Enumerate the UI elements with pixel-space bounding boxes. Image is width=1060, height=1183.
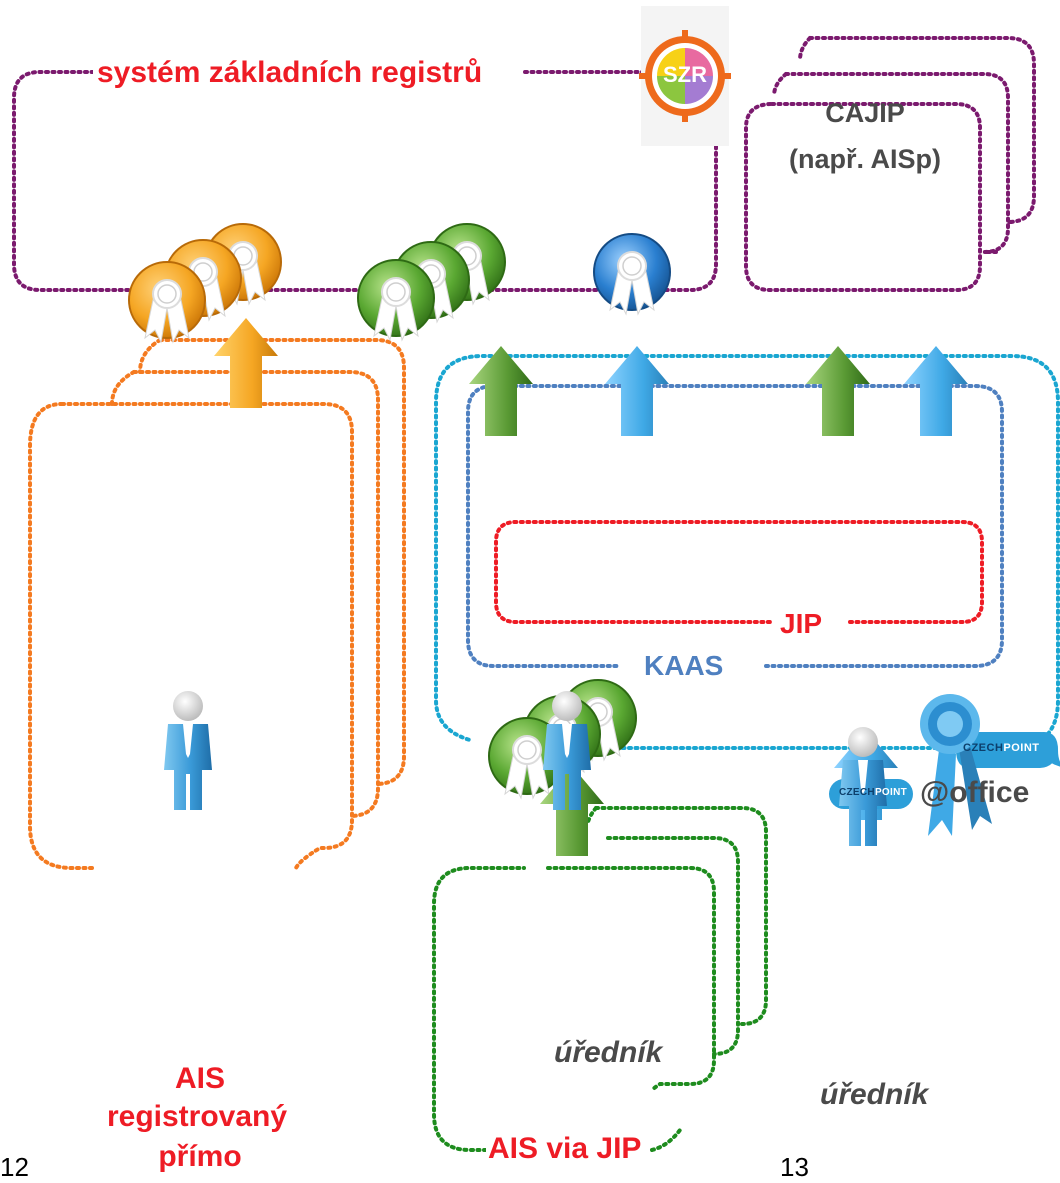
- czechpoint-office-part2: POINT: [874, 787, 908, 798]
- official-label-right: úředník: [820, 1078, 929, 1111]
- person-icon-left: [164, 691, 212, 810]
- ais-direct-frame-back: [158, 338, 406, 786]
- badge-blue: [593, 233, 671, 315]
- ais-jip-label: AIS via JIP: [486, 1132, 644, 1166]
- jip-frame: [494, 520, 984, 624]
- cajip-frame-front: [744, 102, 982, 292]
- page-number-right: 13: [780, 1152, 809, 1182]
- arrow-blue-up-2: [904, 346, 968, 436]
- ais-direct-line3: přímo: [158, 1140, 242, 1173]
- czechpoint-text-office: CZECHPOINT: [839, 787, 907, 798]
- czechpoint-part2: POINT: [1003, 742, 1040, 754]
- arrow-green-up-2: [806, 346, 870, 436]
- cajip-title: CAJIP: [825, 98, 905, 128]
- ais-jip-frame-back: [594, 806, 768, 1026]
- ais-direct-line2: registrovaný: [92, 1100, 302, 1134]
- arrow-orange-up: [214, 318, 278, 408]
- jip-label: JIP: [776, 608, 827, 640]
- office-label: @office: [920, 776, 1030, 809]
- badge-green-1: [357, 259, 435, 341]
- szr-logo-text: SZR: [663, 62, 707, 87]
- badge-orange-1: [128, 261, 206, 343]
- czechpoint-text-right: CZECHPOINT: [963, 742, 1040, 754]
- rosette-icon: [920, 694, 992, 836]
- szr-title: systém základních registrů: [93, 56, 487, 90]
- szr-frame: [12, 70, 718, 292]
- czechpoint-part1: CZECH: [963, 742, 1004, 754]
- czechpoint-logo-right: [956, 732, 1060, 768]
- ais-jip-frame-mid: [606, 836, 740, 1056]
- page-number-left: 12: [0, 1152, 29, 1182]
- kaas-label: KAAS: [638, 650, 730, 682]
- cajip-subtitle: (např. AISp): [789, 144, 941, 174]
- cajip-frame-back: [808, 36, 1036, 224]
- czechpoint-office-part1: CZECH: [839, 787, 875, 798]
- official-label-middle: úředník: [554, 1036, 663, 1069]
- ais-direct-frame-front: [28, 402, 354, 870]
- ais-jip-frame-front: [432, 866, 716, 1152]
- jip-outer-frame: [434, 354, 1060, 750]
- kaas-frame: [466, 384, 1004, 668]
- szr-logo: [639, 6, 731, 146]
- ais-direct-frame-mid: [132, 370, 380, 818]
- ais-direct-line1: AIS: [174, 1062, 225, 1095]
- cajip-frame-mid: [784, 72, 1010, 254]
- arrow-blue-up-1: [605, 346, 669, 436]
